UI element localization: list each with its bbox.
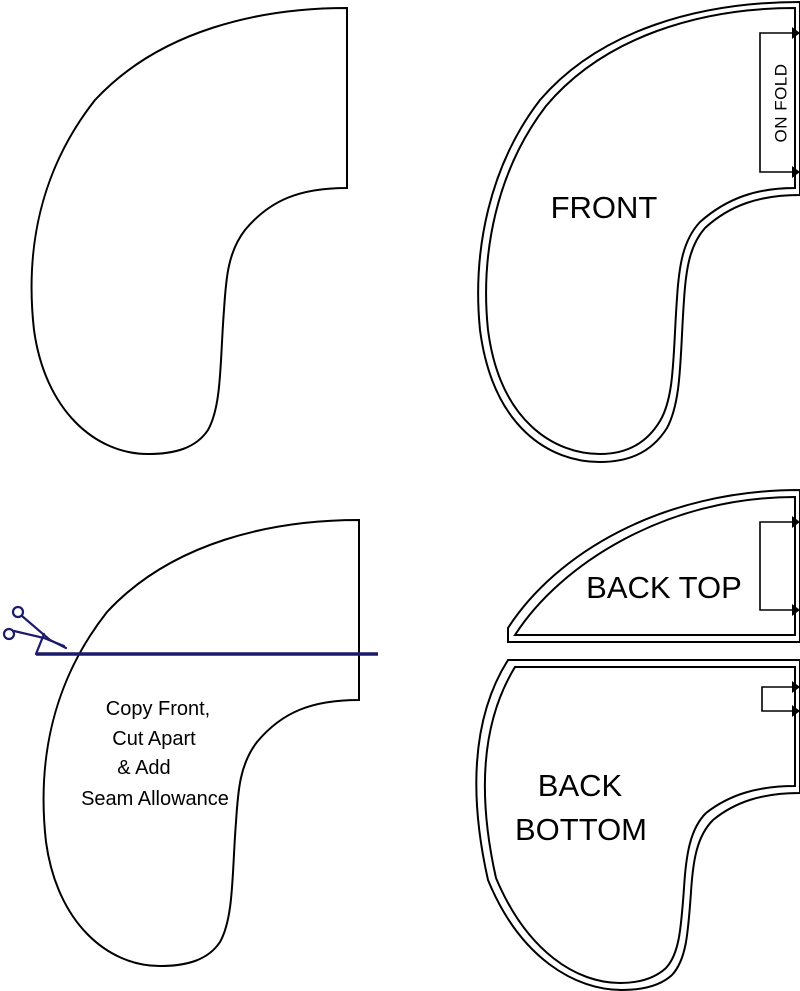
- plain-front-outline: [30, 6, 348, 456]
- back-top-cut-outline: [513, 495, 796, 636]
- copy-note-line-4: Seam Allowance: [81, 788, 229, 810]
- back-top-fold-bracket: [759, 521, 795, 611]
- back-top-piece: BACK TOP: [507, 488, 800, 643]
- front-label: FRONT: [551, 190, 658, 225]
- back-bottom-fold-bracket: [761, 686, 795, 712]
- copy-note-line-1: Copy Front,: [106, 698, 210, 720]
- back-bottom-seam-outline: [475, 659, 800, 991]
- back-top-label: BACK TOP: [586, 570, 742, 605]
- copy-note-line-3: & Add: [117, 757, 170, 779]
- copy-front-outline: [42, 518, 360, 968]
- arrow-right-icon: [792, 604, 800, 616]
- back-bottom-cut-outline: [483, 666, 796, 985]
- arrow-right-icon: [792, 681, 800, 693]
- copy-note-line-2: Cut Apart: [112, 728, 196, 750]
- front-cut-outline: [485, 6, 796, 456]
- arrow-right-icon: [792, 166, 800, 178]
- back-bottom-label-line-1: BACK: [538, 768, 623, 803]
- arrow-right-icon: [792, 27, 800, 39]
- fold-label: ON FOLD: [771, 63, 790, 142]
- back-bottom-label-line-2: BOTTOM: [515, 812, 647, 847]
- scissors-icon: [2, 605, 68, 656]
- front-piece: ON FOLD FRONT: [477, 0, 800, 464]
- back-bottom-piece: BACK BOTTOM: [475, 659, 800, 991]
- arrow-right-icon: [792, 705, 800, 717]
- fold-bracket: [759, 32, 795, 173]
- front-seam-outline: [477, 0, 800, 464]
- arrow-right-icon: [792, 516, 800, 528]
- back-top-seam-outline: [507, 488, 800, 643]
- copy-front-piece: Copy Front, Cut Apart & Add Seam Allowan…: [2, 518, 378, 968]
